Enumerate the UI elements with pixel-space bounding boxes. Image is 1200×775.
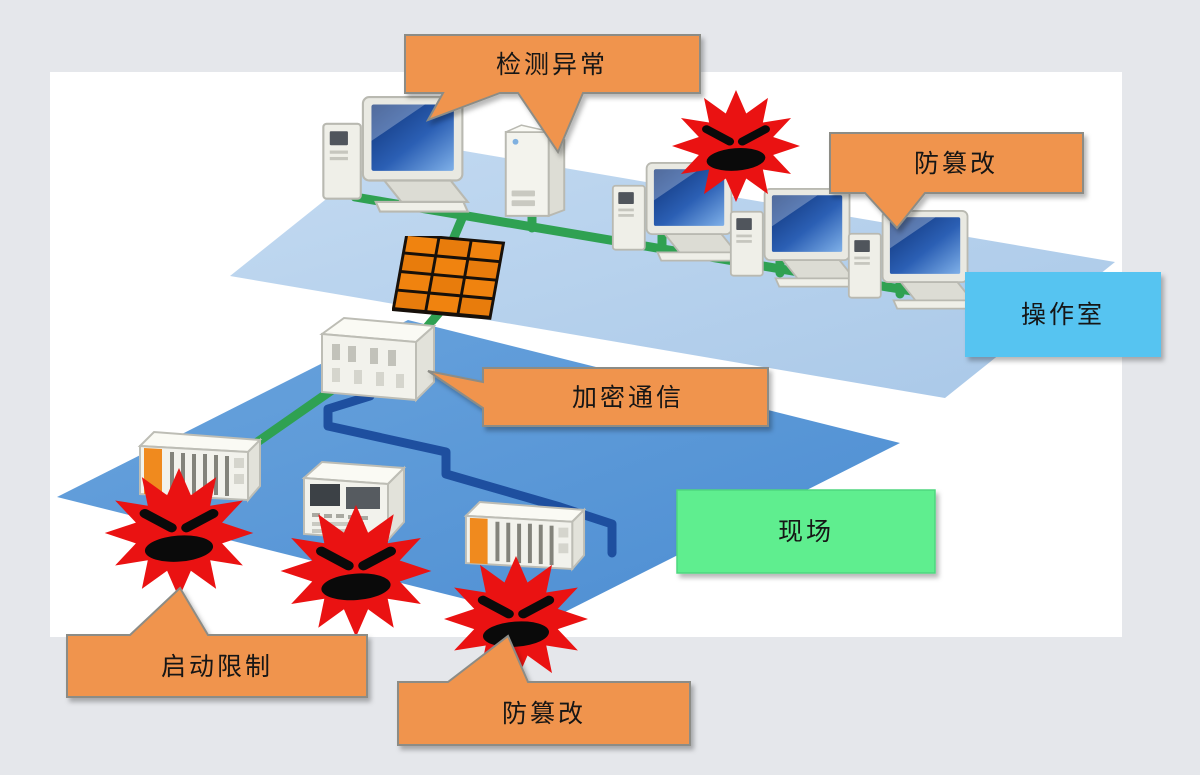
callout-bubble (397, 634, 691, 746)
callout-bubble (66, 586, 368, 698)
callout-bubble (404, 34, 701, 155)
anti-tamper-top-label: 防篡改 (914, 150, 998, 178)
callout-encrypted-comm: 加密通信 (427, 367, 769, 427)
zone-field: 现场 (676, 489, 936, 574)
zone-operation-room: 操作室 (965, 272, 1161, 357)
anti-tamper-bottom-label: 防篡改 (502, 700, 586, 728)
firewall-icon (392, 236, 506, 320)
callout-anti-tamper-top: 防篡改 (829, 132, 1084, 230)
field-label: 现场 (778, 518, 834, 546)
callout-bubble (829, 132, 1084, 230)
callout-anti-tamper-bottom: 防篡改 (397, 634, 691, 746)
callout-bubble (427, 367, 769, 427)
security-gateway-icon (321, 317, 435, 401)
field-box (676, 489, 936, 574)
field-network-line (323, 391, 617, 558)
startup-restriction-label: 启动限制 (161, 653, 273, 681)
operation-room-box (965, 272, 1161, 357)
plc-controller-icon (464, 501, 586, 570)
operation-room-label: 操作室 (1021, 301, 1105, 329)
detect-anomaly-label: 检测异常 (496, 51, 608, 79)
callout-startup-restriction: 启动限制 (66, 586, 368, 698)
callout-detect-anomaly: 检测异常 (404, 34, 701, 155)
encrypted-comm-label: 加密通信 (572, 384, 684, 412)
